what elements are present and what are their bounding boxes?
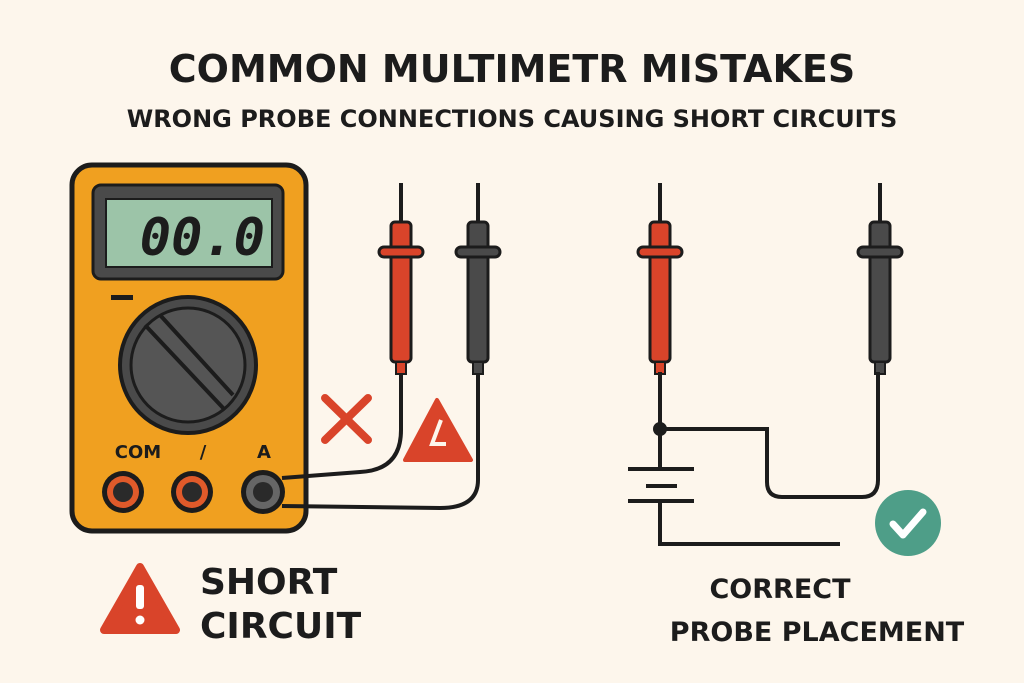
black-probe-wire — [281, 372, 480, 511]
correct-line1: CORRECT — [709, 574, 851, 605]
jack-a[interactable] — [241, 470, 285, 514]
short-circuit-line1: SHORT — [200, 562, 338, 603]
rotary-dial[interactable] — [118, 295, 258, 435]
circuit — [628, 372, 880, 546]
jack-v[interactable] — [171, 471, 213, 513]
red-probe-left[interactable] — [377, 183, 425, 375]
short-circuit-line2: CIRCUIT — [200, 606, 362, 647]
black-probe-left[interactable] — [454, 183, 502, 375]
x-mark-icon — [321, 394, 372, 444]
lcd-display — [105, 198, 273, 268]
red-probe-wire — [281, 372, 403, 480]
title: COMMON MULTIMETR MISTAKES — [169, 47, 855, 91]
shock-warning-icon — [403, 398, 473, 462]
multimeter: 00.0 COM / A — [69, 162, 309, 534]
jack-com[interactable] — [102, 471, 144, 513]
checkmark-icon — [875, 490, 941, 556]
display-reading: 00.0 — [140, 208, 265, 268]
correct-line2: PROBE PLACEMENT — [670, 617, 965, 648]
jack-label-a: A — [257, 442, 271, 463]
warning-icon — [100, 563, 180, 634]
black-probe-right[interactable] — [856, 183, 904, 375]
red-probe-right[interactable] — [636, 183, 684, 375]
jack-label-com: COM — [115, 442, 161, 463]
jack-label-v: / — [200, 442, 207, 463]
subtitle: WRONG PROBE CONNECTIONS CAUSING SHORT CI… — [127, 105, 898, 133]
